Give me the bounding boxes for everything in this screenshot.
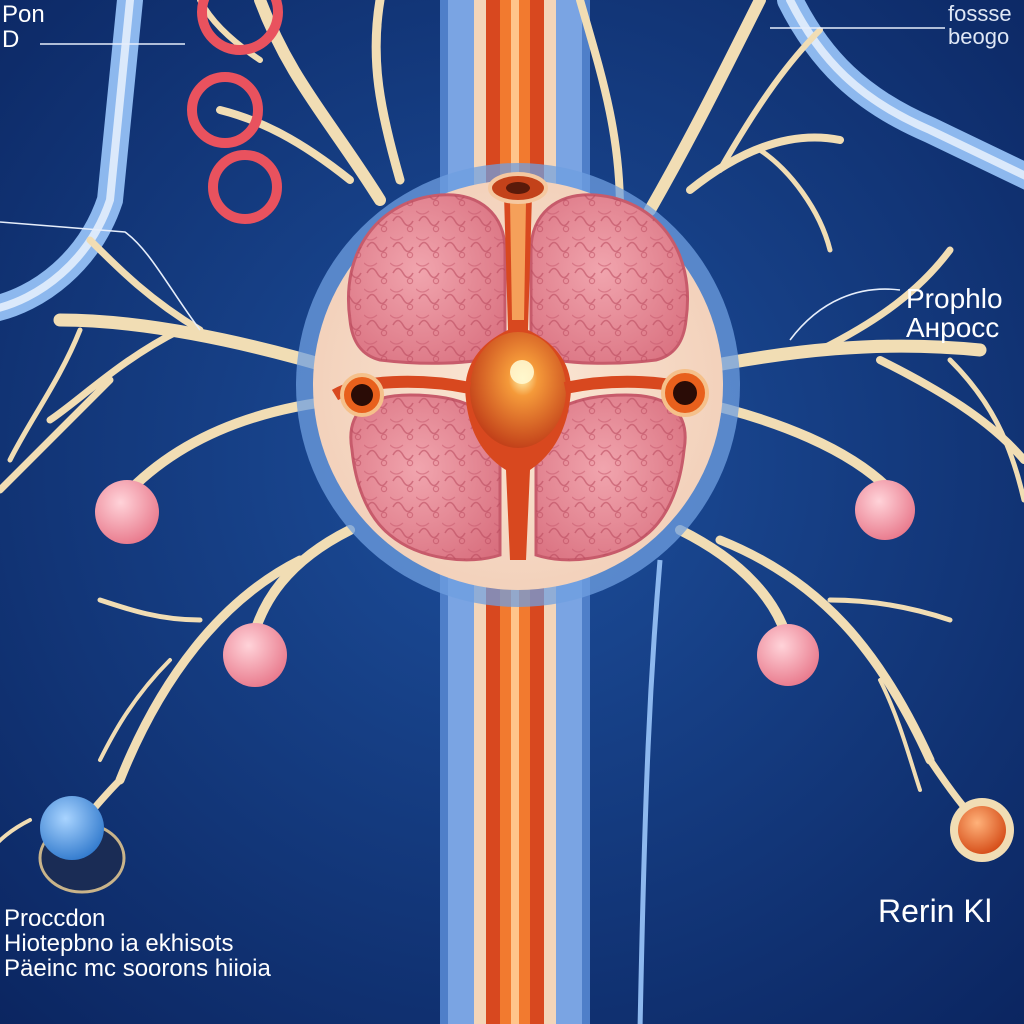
ring-cluster [187,0,283,224]
label-bottom-right: Rerin Kl [878,893,992,929]
central-organ [296,163,740,607]
leader-lines [0,27,945,341]
node-pink-right-lower [757,624,819,686]
label-right-middle-line-2: Анросс [906,312,1000,344]
node-pink-right-upper [855,480,915,540]
leader-right-middle [789,288,901,341]
label-bottom-left-line-2: Hiotepbno ia ekhisots [4,930,234,958]
label-top-left-line-1: Pon [2,1,45,28]
label-right-middle: Prophlo Анросс [906,284,1003,343]
organ-side-ducts [331,369,709,417]
leader-left-middle [0,221,201,331]
nodes [38,480,1014,894]
label-top-right-line-2: beogo [948,24,1010,50]
label-top-left-line-2: D [2,26,20,54]
label-bottom-right-line-1: Rerin Kl [878,893,992,929]
label-right-middle-line-1: Prophlo [906,283,1003,314]
label-bottom-left-line-3: Päeinc mc soorons hiioia [4,955,271,983]
organ-core [465,172,571,560]
label-top-right: fossse beogo [948,2,1012,48]
organ-lobe-lower-right [534,393,687,562]
node-orange-bottom-right [950,798,1014,862]
label-bottom-left: Proccdon Hiotepbno ia ekhisots Päeinc mc… [4,906,271,982]
nerve-branches [0,0,1024,844]
node-pink-left-lower [223,623,287,687]
node-pink-left-upper [95,480,159,544]
label-top-right-line-1: fossse [948,1,1012,26]
ring-3 [208,150,282,224]
label-bottom-left-line-1: Proccdon [4,905,106,932]
ring-2 [187,72,263,148]
organ-lobe-upper-left [347,193,507,365]
ring-1 [197,0,283,55]
organ-lobe-upper-right [529,193,689,365]
label-top-left: Pon D [2,1,45,54]
node-blue-bottom-left [38,796,126,894]
